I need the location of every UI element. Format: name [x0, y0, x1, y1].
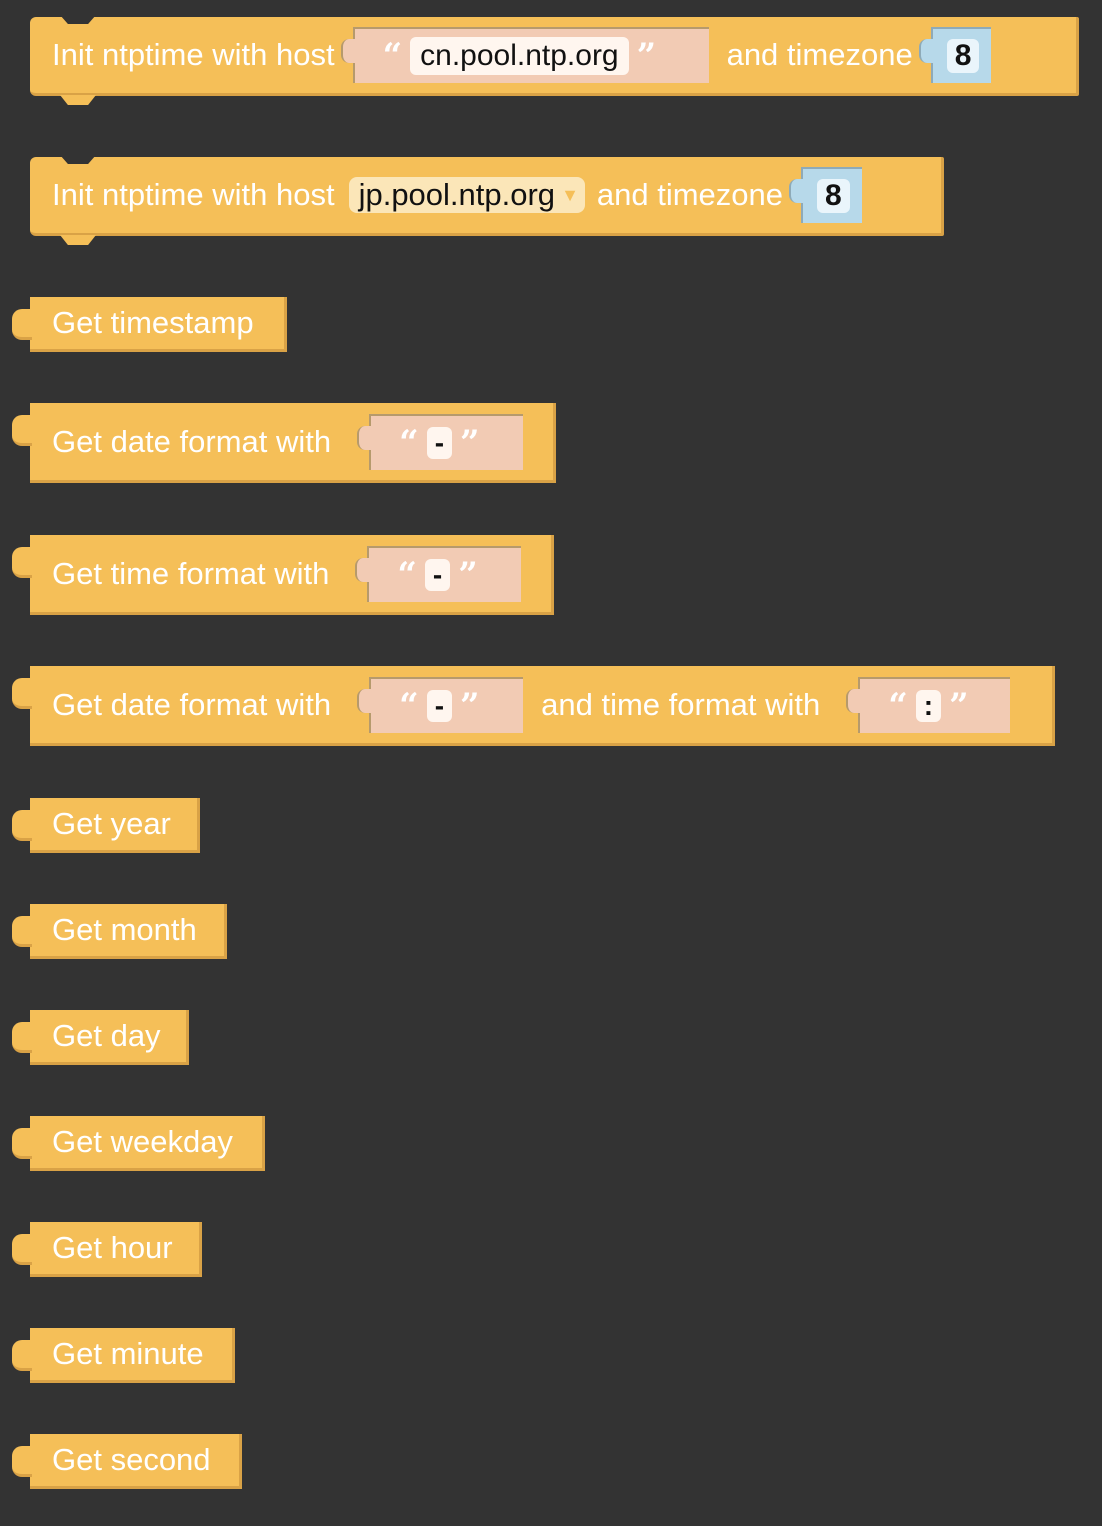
init-ntptime-text-block[interactable]: Init ntptime with host “ cn.pool.ntp.org… [30, 17, 1079, 96]
open-quote-icon: “ [399, 422, 419, 463]
block-label: Get minute [52, 1336, 204, 1371]
block-label: Get time format with [52, 555, 330, 591]
get-hour-block[interactable]: Get hour [12, 1222, 202, 1277]
get-day-block[interactable]: Get day [12, 1010, 189, 1065]
init-label: Init ntptime with host [52, 177, 335, 212]
init-label: Init ntptime with host [52, 37, 335, 72]
block-label: Get second [52, 1442, 211, 1477]
output-plug [12, 415, 32, 446]
date-separator-input[interactable]: “ - ” [357, 676, 524, 733]
timezone-value[interactable]: 8 [946, 39, 980, 73]
timezone-value[interactable]: 8 [817, 179, 850, 213]
output-plug [12, 678, 32, 709]
open-quote-icon: “ [399, 685, 419, 726]
get-month-block[interactable]: Get month [12, 904, 227, 959]
get-second-block[interactable]: Get second [12, 1434, 242, 1489]
timezone-number-input[interactable]: 8 [918, 27, 992, 83]
time-separator-input[interactable]: “ : ” [846, 676, 1011, 733]
block-label: Get weekday [52, 1124, 233, 1159]
date-separator-input[interactable]: “ - ” [357, 413, 524, 470]
output-plug [12, 1022, 32, 1053]
output-plug [12, 1446, 32, 1477]
open-quote-icon: “ [382, 36, 403, 76]
output-plug [12, 1128, 32, 1159]
get-datetime-format-block[interactable]: Get date format with “ - ” and time form… [12, 666, 1055, 746]
open-quote-icon: “ [888, 685, 908, 726]
output-plug [12, 547, 32, 578]
timezone-label: and timezone [596, 177, 784, 212]
get-minute-block[interactable]: Get minute [12, 1328, 235, 1383]
time-separator-value[interactable]: : [915, 689, 942, 722]
date-separator-value[interactable]: - [426, 426, 453, 459]
output-plug [12, 916, 32, 947]
output-plug [12, 810, 32, 841]
output-plug [12, 309, 32, 340]
block-label: Get day [52, 1018, 161, 1053]
output-plug [12, 1340, 32, 1371]
block-label: Get hour [52, 1230, 173, 1265]
get-date-format-block[interactable]: Get date format with “ - ” [12, 403, 556, 483]
close-quote-icon: ” [458, 554, 478, 595]
init-ntptime-dropdown-block[interactable]: Init ntptime with host jp.pool.ntp.org ▼… [30, 157, 944, 236]
block-label: Get year [52, 806, 171, 841]
open-quote-icon: “ [397, 554, 417, 595]
time-separator-value[interactable]: - [424, 558, 451, 591]
close-quote-icon: ” [636, 36, 657, 76]
get-year-block[interactable]: Get year [12, 798, 200, 853]
output-plug [12, 1234, 32, 1265]
close-quote-icon: ” [949, 685, 969, 726]
time-separator-input[interactable]: “ - ” [355, 545, 522, 602]
host-dropdown-value: jp.pool.ntp.org [358, 177, 556, 212]
get-weekday-block[interactable]: Get weekday [12, 1116, 265, 1171]
block-label: Get date format with [52, 686, 332, 722]
timezone-number-input[interactable]: 8 [789, 167, 862, 223]
get-time-format-block[interactable]: Get time format with “ - ” [12, 535, 554, 615]
time-format-label: and time format with [541, 686, 821, 722]
close-quote-icon: ” [460, 685, 480, 726]
timezone-label: and timezone [726, 37, 913, 72]
caret-down-icon: ▼ [561, 184, 579, 205]
block-label: Get date format with [52, 423, 332, 459]
block-label: Get timestamp [52, 305, 254, 340]
host-string-input[interactable]: “ cn.pool.ntp.org ” [340, 27, 709, 83]
close-quote-icon: ” [460, 422, 480, 463]
block-label: Get month [52, 912, 197, 947]
date-separator-value[interactable]: - [426, 689, 453, 722]
host-value[interactable]: cn.pool.ntp.org [410, 37, 629, 75]
host-dropdown[interactable]: jp.pool.ntp.org ▼ [348, 177, 585, 213]
get-timestamp-block[interactable]: Get timestamp [12, 297, 287, 352]
